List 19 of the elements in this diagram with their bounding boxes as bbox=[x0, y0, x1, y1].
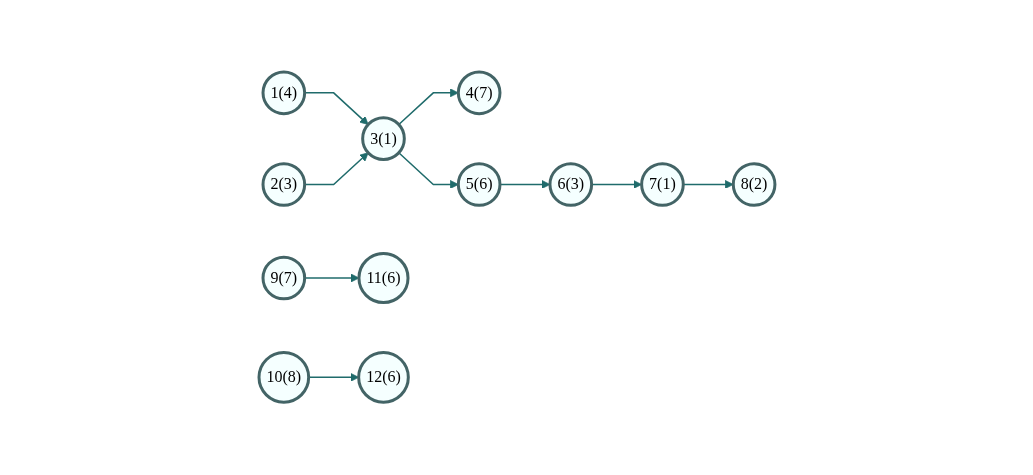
arrow bbox=[590, 180, 642, 190]
node-circle: 7(1) bbox=[639, 162, 685, 208]
node-circle: 5(6) bbox=[456, 162, 501, 208]
node-circle: 10(8) bbox=[257, 351, 310, 405]
arrow bbox=[682, 180, 734, 190]
arrow bbox=[397, 152, 459, 190]
arrow bbox=[303, 92, 369, 126]
node-circle: 8(2) bbox=[731, 162, 776, 208]
node-circle: 3(1) bbox=[360, 116, 406, 162]
node-circle: 6(3) bbox=[548, 162, 593, 208]
arrow bbox=[303, 152, 369, 186]
node-circle: 12(6) bbox=[356, 351, 410, 405]
arrow bbox=[303, 274, 359, 283]
node-circle: 2(3) bbox=[261, 162, 306, 208]
node-circle: 11(6) bbox=[357, 252, 410, 305]
node-circle: 1(4) bbox=[261, 70, 306, 116]
node-circle: 4(7) bbox=[456, 70, 501, 116]
arrow bbox=[397, 88, 459, 126]
node-circle: 9(7) bbox=[261, 256, 306, 301]
